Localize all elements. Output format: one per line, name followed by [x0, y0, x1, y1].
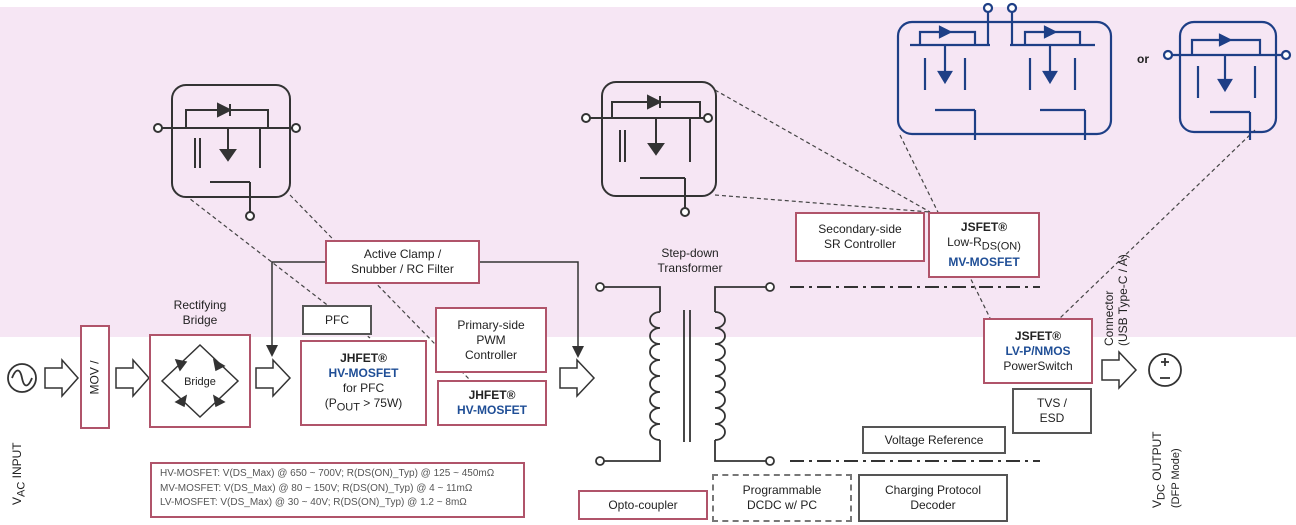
- diode-bridge-icon: [149, 334, 251, 428]
- mosfet-spec-notes: HV-MOSFET: V(DS_Max) @ 650 ~ 700V; R(DS(…: [150, 462, 525, 518]
- mosfet-symbol-icon: [581, 81, 717, 217]
- mosfet-note-hv: HV-MOSFET: V(DS_Max) @ 650 ~ 700V; R(DS(…: [160, 468, 495, 479]
- jsfet-lv-box: JSFET® LV-P/NMOS PowerSwitch: [983, 318, 1093, 384]
- charging-protocol-box: Charging Protocol Decoder: [858, 474, 1008, 522]
- rectifying-bridge-label: Rectifying Bridge: [173, 298, 227, 327]
- vdc-output-label: VDC OUTPUT (DFP Mode): [1150, 431, 1182, 508]
- voltage-reference-box: Voltage Reference: [862, 426, 1006, 454]
- mosfet-symbol-icon: [153, 84, 301, 221]
- dual-mosfet-symbol-icon: [896, 2, 1113, 140]
- mosfet-symbol-icon: [1162, 20, 1292, 140]
- ac-source-icon: [7, 363, 37, 393]
- programmable-dcdc-box: Programmable DCDC w/ PC: [712, 474, 852, 522]
- active-clamp-line1: Active Clamp /: [363, 247, 442, 261]
- or-label: or: [1137, 52, 1149, 66]
- clamp-connectors: [266, 261, 584, 358]
- bridge-inner-label: Bridge: [184, 376, 216, 388]
- tvs-esd-box: TVS / ESD: [1012, 388, 1092, 434]
- arrow-right-icon: [44, 350, 1138, 398]
- jsfet-mv-box: JSFET® Low-RDS(ON) MV-MOSFET: [928, 212, 1040, 278]
- vac-input-label: VAC INPUT: [10, 442, 28, 505]
- mosfet-note-lv: LV-MOSFET: V(DS_Max) @ 30 ~ 40V; R(DS(ON…: [160, 497, 467, 508]
- active-clamp-box: Active Clamp / Snubber / RC Filter: [325, 240, 480, 284]
- jhfet-pfc-box: JHFET® HV-MOSFET for PFC (POUT > 75W): [300, 340, 427, 426]
- active-clamp-line2: Snubber / RC Filter: [351, 262, 454, 276]
- transformer-icon: [595, 282, 775, 466]
- primary-pwm-box: Primary-side PWM Controller: [435, 307, 547, 373]
- dc-source-icon: [1148, 353, 1182, 387]
- opto-coupler-box: Opto-coupler: [578, 490, 708, 520]
- secondary-sr-box: Secondary-side SR Controller: [795, 212, 925, 262]
- jhfet-primary-box: JHFET® HV-MOSFET: [437, 380, 547, 426]
- output-rails: [790, 286, 1040, 462]
- mov-box: MOV /: [80, 325, 110, 429]
- pfc-box: PFC: [302, 305, 372, 335]
- connector-label: Connector (USB Type-C / A): [1102, 254, 1130, 346]
- step-down-label: Step-down Transformer: [657, 246, 723, 275]
- mosfet-note-mv: MV-MOSFET: V(DS_Max) @ 80 ~ 150V; R(DS(O…: [160, 482, 473, 494]
